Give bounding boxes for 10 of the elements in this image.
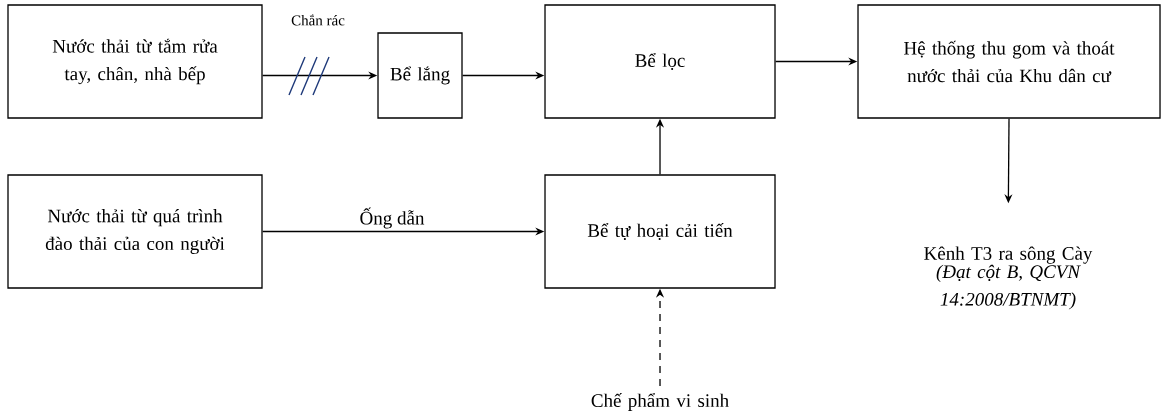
outlet-text: Kênh T3 ra sông Cày (Đạt cột B, QCVN 14:2008/BTNMT) bbox=[924, 246, 1093, 310]
process-box: Bể lọc bbox=[544, 4, 776, 119]
process-box: Nước thải từ tắm rửa tay, chân, nhà bếp bbox=[7, 4, 263, 119]
process-box: Bể lắng bbox=[377, 32, 463, 119]
process-box: Nước thải từ quá trình đào thải của con người bbox=[7, 174, 263, 289]
edge-label: Ống dẫn bbox=[360, 207, 425, 229]
process-box: Bể tự hoại cải tiến bbox=[544, 174, 776, 289]
process-box: Hệ thống thu gom và thoát nước thải của Khu dân cư bbox=[857, 4, 1161, 119]
input-text: Chế phẩm vi sinh bbox=[591, 393, 729, 411]
edge-label: Chắn rác bbox=[291, 14, 345, 26]
